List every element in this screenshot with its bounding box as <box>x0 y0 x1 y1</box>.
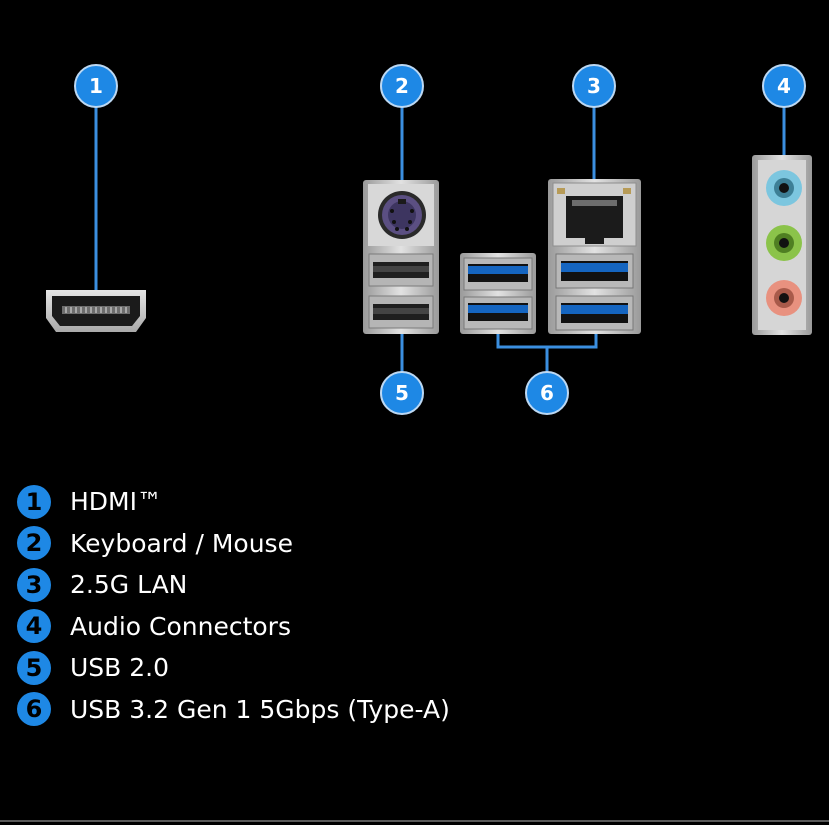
bottom-divider <box>0 820 829 822</box>
legend-item-audio: 4 Audio Connectors <box>17 606 450 648</box>
callout-6: 6 <box>525 371 569 415</box>
callout-3: 3 <box>572 64 616 108</box>
lan-port <box>552 182 637 247</box>
audio-jack-green <box>766 225 802 261</box>
usb3-port-4 <box>555 295 634 331</box>
legend-number-badge: 6 <box>17 692 51 727</box>
io-panel-diagram: 1 2 3 4 5 6 <box>46 64 812 415</box>
legend-label: HDMI™ <box>70 487 162 517</box>
legend-number-badge: 4 <box>17 609 51 644</box>
legend-item-usb2: 5 USB 2.0 <box>17 647 450 689</box>
legend-number-badge: 1 <box>17 484 51 519</box>
legend-number-badge: 2 <box>17 526 51 561</box>
usb3-port-1 <box>463 257 533 291</box>
leader-lines <box>94 86 786 393</box>
lan-usb3-stack <box>548 179 641 334</box>
legend-number-badge: 3 <box>17 567 51 602</box>
callout-3-number: 3 <box>587 74 601 98</box>
callout-4: 4 <box>762 64 806 108</box>
hdmi-port <box>46 290 146 332</box>
audio-jack-pink <box>766 280 802 316</box>
legend-label: USB 3.2 Gen 1 5Gbps (Type-A) <box>70 694 450 724</box>
usb3-stack <box>460 253 536 334</box>
legend-list: 1 HDMI™ 2 Keyboard / Mouse 3 2.5G LAN 4 … <box>17 481 450 730</box>
legend-label: Keyboard / Mouse <box>70 528 293 558</box>
audio-jack-stack <box>752 155 812 335</box>
usb3-port-3 <box>555 253 634 289</box>
callout-1: 1 <box>74 64 118 108</box>
legend-item-hdmi: 1 HDMI™ <box>17 481 450 523</box>
usb3-port-2 <box>463 296 533 330</box>
usb2-port-top <box>368 253 434 287</box>
usb2-port-bottom <box>368 295 434 329</box>
callout-1-number: 1 <box>89 74 103 98</box>
callout-5: 5 <box>380 371 424 415</box>
ps2-usb2-stack <box>363 180 439 334</box>
audio-jack-blue <box>766 170 802 206</box>
legend-item-keyboard-mouse: 2 Keyboard / Mouse <box>17 523 450 565</box>
callout-2: 2 <box>380 64 424 108</box>
legend-label: USB 2.0 <box>70 653 170 683</box>
callout-2-number: 2 <box>395 74 409 98</box>
legend-number-badge: 5 <box>17 650 51 685</box>
legend-item-lan: 3 2.5G LAN <box>17 564 450 606</box>
callout-4-number: 4 <box>777 74 791 98</box>
callout-6-number: 6 <box>540 381 554 405</box>
legend-label: 2.5G LAN <box>70 570 188 600</box>
callout-5-number: 5 <box>395 381 409 405</box>
legend-label: Audio Connectors <box>70 611 291 641</box>
legend-item-usb3: 6 USB 3.2 Gen 1 5Gbps (Type-A) <box>17 689 450 731</box>
